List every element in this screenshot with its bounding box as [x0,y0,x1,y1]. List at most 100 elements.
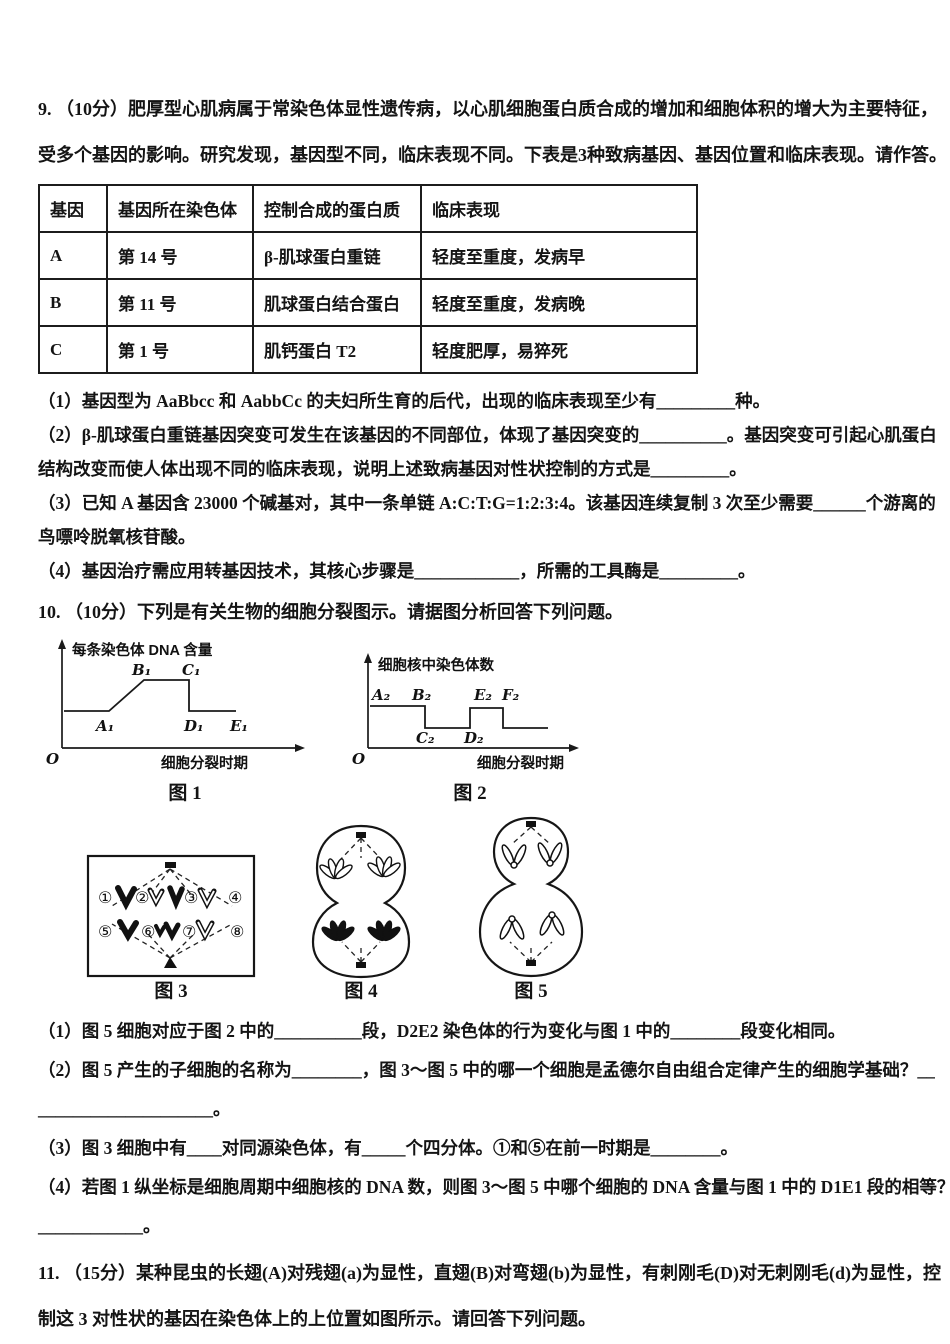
fig2-point-label: C₂ [416,729,435,747]
fig1-point-label: D₁ [183,717,204,735]
question-10: 10. （10分）下列是有关生物的细胞分裂图示。请据图分析回答下列问题。 每条染… [38,592,950,1246]
fig4-cell-diagram [311,824,411,979]
fig5-block: 图 5 [466,812,596,1004]
table-header-cell: 临床表现 [420,184,698,233]
fig2-chart: 细胞核中染色体数 O 细胞分裂时期 A₂ B₂ C₂ D₂ E₂ F₂ [352,653,579,772]
q10-part-line: （3）图 3 细胞中有____对同源染色体，有_____个四分体。①和⑤在前一时… [38,1138,738,1158]
fig3-number-label: ④ [228,888,242,907]
fig1-point-label: C₁ [182,661,201,679]
fig3-top-pole [165,862,176,868]
fig3-spindle-fibers [111,868,233,959]
fig2-block: 细胞核中染色体数 O 细胞分裂时期 A₂ B₂ C₂ D₂ E₂ F₂ 图 2 [350,636,590,806]
table-header-cell: 基因 [38,184,108,233]
fig2-point-label: A₂ [370,686,391,704]
gene-table: 基因 基因所在染色体 控制合成的蛋白质 临床表现 A 第 14 号 β-肌球蛋白… [38,184,698,374]
q10-part-line: （2）图 5 产生的子细胞的名称为________，图 3～图 5 中的哪一个细… [38,1060,935,1080]
fig4-block: 图 4 [300,820,422,1004]
fig3-number-label: ⑦ [182,922,196,941]
fig3-number-label: ⑤ [98,922,112,941]
fig1-y-arrow-icon [58,639,66,649]
fig2-point-label: E₂ [473,686,492,704]
table-cell: 肌球蛋白结合蛋白 [252,278,422,327]
fig3-cell-border [86,854,256,978]
fig3-chromosome [115,885,137,911]
fig1-block: 每条染色体 DNA 含量 O 细胞分裂时期 A₁ B₁ C₁ D₁ E₁ 图 1 [40,636,330,806]
fig3-bottom-pole [164,957,177,968]
fig3-chromosome-outline [199,889,215,907]
q9-part-line: （1）基因型为 AaBbcc 和 AabbCc 的夫妇所生育的后代，出现的临床表… [38,391,771,411]
table-cell: 轻度至重度，发病早 [420,231,698,280]
fig1-chart: 每条染色体 DNA 含量 O 细胞分裂时期 A₁ B₁ C₁ D₁ E₁ [46,639,305,772]
fig4-spindle-fibers [339,837,383,963]
q10-stem: 10. （10分）下列是有关生物的细胞分裂图示。请据图分析回答下列问题。 [38,602,623,622]
fig2-y-label: 细胞核中染色体数 [378,656,494,674]
fig1-point-label: A₁ [94,717,114,735]
table-cell: C [38,325,108,374]
fig3-number-label: ⑧ [230,922,244,941]
fig5-bottom-pole [526,960,536,966]
fig4-top-aster [356,832,366,838]
fig3-caption: 图 3 [154,981,188,1002]
q9-part-line: （2）β-肌球蛋白重链基因突变可发生在该基因的不同部位，体现了基因突变的____… [38,425,937,445]
fig3-cell-diagram: ① ② ③ ④ ⑤ ⑥ ⑦ ⑧ [86,854,256,978]
q10-part-line: （1）图 5 细胞对应于图 2 中的__________段，D2E2 染色体的行… [38,1021,846,1041]
fig4-chromosome-group-white [367,856,401,878]
fig3-chromosome [163,921,181,942]
question-11: 11. （15分）某种昆虫的长翅(A)对残翅(a)为显性，直翅(B)对弯翅(b)… [38,1250,941,1342]
q10-part-line: ____________。 [38,1216,161,1236]
table-cell: 第 11 号 [106,278,254,327]
table-header-cell: 基因所在染色体 [106,184,254,233]
fig4-bottom-aster [356,962,366,968]
fig5-chromosome [539,911,565,936]
fig5-top-pole [526,821,536,827]
q9-stem-line: 9. （10分）肥厚型心肌病属于常染色体显性遗传病，以心肌细胞蛋白质合成的增加和… [38,99,938,119]
fig1-dna-curve [64,679,236,712]
fig3-chromosome-outline [149,889,163,905]
fig2-origin-label: O [352,750,365,768]
table-row: A 第 14 号 β-肌球蛋白重链 轻度至重度，发病早 [38,231,698,280]
fig2-point-label: B₂ [411,686,432,704]
table-row: B 第 11 号 肌球蛋白结合蛋白 轻度至重度，发病晚 [38,278,698,327]
fig3-number-label: ① [98,888,112,907]
q10-part-line: （4）若图 1 纵坐标是细胞周期中细胞核的 DNA 数，则图 3～图 5 中哪个… [38,1177,950,1197]
q10-part-line: ____________________。 [38,1099,231,1119]
q9-part-line: 结构改变而使人体出现不同的临床表现，说明上述致病基因对性状控制的方式是_____… [38,459,747,479]
fig1-x-arrow-icon [295,744,305,752]
fig3-number-label: ⑥ [141,922,155,941]
fig5-cell-membrane [478,816,584,978]
q9-part-line: （4）基因治疗需应用转基因技术，其核心步骤是____________，所需的工具… [38,561,756,581]
fig1-point-label: B₁ [131,661,151,679]
table-row: C 第 1 号 肌钙蛋白 T2 轻度肥厚，易猝死 [38,325,698,374]
fig3-chromosome [117,919,139,942]
fig3-number-label: ③ [184,888,198,907]
table-cell: A [38,231,108,280]
fig1-point-label: E₁ [229,717,248,735]
fig5-caption: 图 5 [514,981,548,1002]
fig3-chromosome-outline [197,921,213,939]
q10-cell-row: ① ② ③ ④ ⑤ ⑥ ⑦ ⑧ 图 3 [86,812,916,1004]
q10-graph-row: 每条染色体 DNA 含量 O 细胞分裂时期 A₁ B₁ C₁ D₁ E₁ 图 1 [40,636,916,806]
fig4-chromosome-group-black [321,920,355,942]
q11-stem-line: 11. （15分）某种昆虫的长翅(A)对残翅(a)为显性，直翅(B)对弯翅(b)… [38,1263,941,1283]
fig2-point-label: F₂ [501,686,520,704]
fig5-chromosome [537,842,563,867]
table-row: 基因 基因所在染色体 控制合成的蛋白质 临床表现 [38,184,698,233]
fig3-block: ① ② ③ ④ ⑤ ⑥ ⑦ ⑧ 图 3 [86,854,256,1004]
table-cell: B [38,278,108,327]
fig1-origin-label: O [46,750,59,768]
table-cell: β-肌球蛋白重链 [252,231,422,280]
fig1-caption: 图 1 [168,783,202,804]
fig5-chromosome [499,915,525,940]
table-cell: 第 14 号 [106,231,254,280]
fig2-y-arrow-icon [364,653,372,663]
fig1-x-label: 细胞分裂时期 [161,754,248,772]
fig5-spindle-fibers [509,826,553,963]
fig3-number-label: ② [135,888,149,907]
fig2-point-label: D₂ [463,729,484,747]
q11-stem-line: 制这 3 对性状的基因在染色体上的上位置如图所示。请回答下列问题。 [38,1309,596,1329]
fig2-x-arrow-icon [569,744,579,752]
table-cell: 第 1 号 [106,325,254,374]
table-header-cell: 控制合成的蛋白质 [252,184,422,233]
fig3-chromosome [167,885,185,911]
